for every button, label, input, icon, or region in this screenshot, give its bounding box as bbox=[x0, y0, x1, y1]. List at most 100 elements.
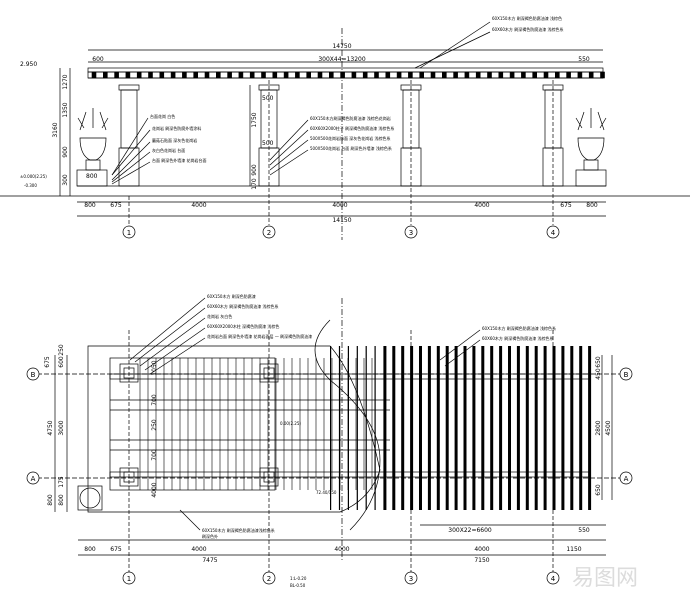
plan-row-a-right: A bbox=[624, 475, 629, 483]
plan-rafter bbox=[561, 346, 565, 510]
level-mid: ±0.000(2.25) bbox=[20, 174, 47, 179]
plan-rafter bbox=[338, 346, 341, 510]
plan-rafter bbox=[508, 346, 511, 510]
plan-note-top-2: 花岗岩 灰白色 bbox=[207, 313, 232, 319]
rafter-tick bbox=[521, 71, 526, 79]
rafter-tick bbox=[170, 71, 176, 79]
plan-rafter bbox=[356, 346, 358, 510]
rafter-tick bbox=[295, 71, 300, 79]
dim-left-0: 1270 bbox=[62, 74, 69, 89]
rafter-tick bbox=[566, 71, 571, 79]
rafter-tick bbox=[91, 71, 97, 79]
level-low: -0.300 bbox=[24, 183, 37, 188]
plan-rafter bbox=[365, 346, 367, 510]
dim-left-2: 900 bbox=[62, 146, 69, 158]
rafter-tick bbox=[227, 71, 232, 79]
elev-note-left-3: 灰白色花岗岩 台面 bbox=[152, 147, 185, 153]
rafter-tick bbox=[464, 71, 470, 79]
plan-dim-inner-0: 1050 bbox=[151, 360, 158, 375]
elevation-grid-bubbles bbox=[122, 225, 560, 239]
rafter-tick bbox=[509, 71, 515, 79]
elev-grid-4: 4 bbox=[551, 229, 556, 237]
elev-note-top-0: 60X150木方 刷深褐色防腐油漆 浅棕色 bbox=[492, 15, 562, 21]
plan-level-small: 72.40/150 bbox=[316, 490, 337, 495]
rafter-tick bbox=[600, 71, 605, 79]
plan-grid-bubbles bbox=[26, 367, 633, 585]
rafter-tick bbox=[204, 71, 210, 79]
plan-grid-4: 4 bbox=[551, 575, 556, 583]
top-beam bbox=[87, 67, 604, 73]
rafter-tick bbox=[430, 71, 436, 79]
rafter-tick bbox=[351, 71, 357, 79]
plan-planter bbox=[79, 487, 101, 509]
plan-curve bbox=[314, 319, 381, 531]
plan-note-top-0: 60X150木方 刷深色防腐漆 bbox=[207, 293, 256, 299]
elevation-view bbox=[0, 21, 690, 240]
rafter-tick bbox=[182, 71, 187, 79]
rafter-tick bbox=[396, 71, 402, 79]
plan-rafter bbox=[570, 346, 574, 510]
elev-note-mid-1: 60X60X2000柱子 刷深褐色防腐油漆 浅棕色系 bbox=[310, 125, 394, 131]
rafter-tick bbox=[543, 71, 549, 79]
plan-rafter bbox=[579, 346, 583, 510]
plan-rafter bbox=[472, 346, 476, 510]
dim-bottom-2: 4000 bbox=[191, 202, 206, 209]
plan-rafter bbox=[454, 346, 458, 510]
plan-dim-left-2: 600 bbox=[58, 356, 65, 368]
plan-dim-left-7: 800 bbox=[58, 494, 65, 506]
dim-right-overhang: 550 bbox=[578, 56, 590, 63]
plan-dim-bottom-4: 1150 bbox=[566, 546, 581, 553]
plan-level-center: 0.00(2.25) bbox=[280, 421, 301, 426]
plan-rafter bbox=[525, 346, 529, 510]
plan-rafter bbox=[347, 346, 349, 510]
scale-note-0: 1:L-0.20 bbox=[290, 576, 307, 581]
dim-overall-top: 14750 bbox=[332, 43, 351, 50]
rafter-tick bbox=[103, 71, 108, 79]
plan-dim-left-0: 675 bbox=[44, 356, 51, 368]
rafter-tick bbox=[159, 71, 165, 79]
dim-bottom-3: 4000 bbox=[332, 202, 347, 209]
rafter-tick bbox=[588, 71, 594, 79]
plan-rafter bbox=[401, 346, 405, 510]
rafter-tick bbox=[385, 71, 391, 79]
plan-rafter bbox=[481, 346, 485, 510]
plan-dim-right-0: 650 bbox=[595, 356, 602, 368]
rafter-tick bbox=[475, 71, 481, 79]
plan-dim-center: 4000 bbox=[334, 546, 349, 553]
dim-mid-2: 500 bbox=[262, 140, 274, 147]
plan-note-top-3: 60X60X2000木柱 深褐色防腐漆 浅棕色 bbox=[207, 323, 279, 329]
plan-dim-left-1: 250 bbox=[58, 344, 65, 356]
plan-dim-left-3: 4750 bbox=[47, 420, 54, 435]
plan-rafter bbox=[543, 346, 547, 510]
elev-note-mid-0: 60X150木方刷深褐色防腐油漆 浅棕色花岗岩 bbox=[310, 115, 391, 121]
rafter-tick bbox=[193, 71, 198, 79]
plan-rafter bbox=[383, 346, 387, 510]
rafter-tick bbox=[249, 71, 255, 79]
plan-dim-right-4: 650 bbox=[595, 484, 602, 496]
plan-rafter bbox=[419, 346, 422, 510]
plan-note-right-0: 60X150木方 刷深褐色防腐油漆 浅棕色系 bbox=[482, 325, 556, 331]
elev-note-left-4: 台面 刷深色外墙漆 花岗岩台面 bbox=[152, 157, 207, 163]
plan-note-right-1: 60X60木方 刷深褐色防腐油漆 浅棕色系 bbox=[482, 335, 553, 341]
dim-rafter-spacing: 300X44=13200 bbox=[318, 56, 365, 63]
rafter-tick bbox=[317, 71, 323, 79]
elev-note-left-0: 台面花岗 白色 bbox=[150, 113, 175, 119]
plan-row-a-left: A bbox=[31, 475, 36, 483]
dim-left-3: 300 bbox=[62, 174, 69, 186]
plan-rafter bbox=[392, 346, 396, 510]
plan-rafter bbox=[534, 346, 538, 510]
rafter-tick bbox=[577, 71, 583, 79]
plan-dim-total-0: 7475 bbox=[202, 557, 217, 564]
dim-bottom-6: 800 bbox=[586, 202, 598, 209]
plan-dim-left-8: 175 bbox=[58, 476, 65, 488]
plan-rafter bbox=[516, 346, 520, 510]
plan-rafter bbox=[588, 346, 592, 510]
rafter-tick bbox=[306, 71, 312, 79]
rafter-tick bbox=[554, 71, 560, 79]
plan-rafter bbox=[436, 346, 440, 510]
plan-dim-bottom-1: 675 bbox=[110, 546, 122, 553]
plan-dim-right-2: 2800 bbox=[595, 420, 602, 435]
plan-rafter bbox=[463, 346, 467, 510]
elev-grid-3: 3 bbox=[409, 229, 413, 237]
rafter-tick bbox=[261, 71, 266, 79]
